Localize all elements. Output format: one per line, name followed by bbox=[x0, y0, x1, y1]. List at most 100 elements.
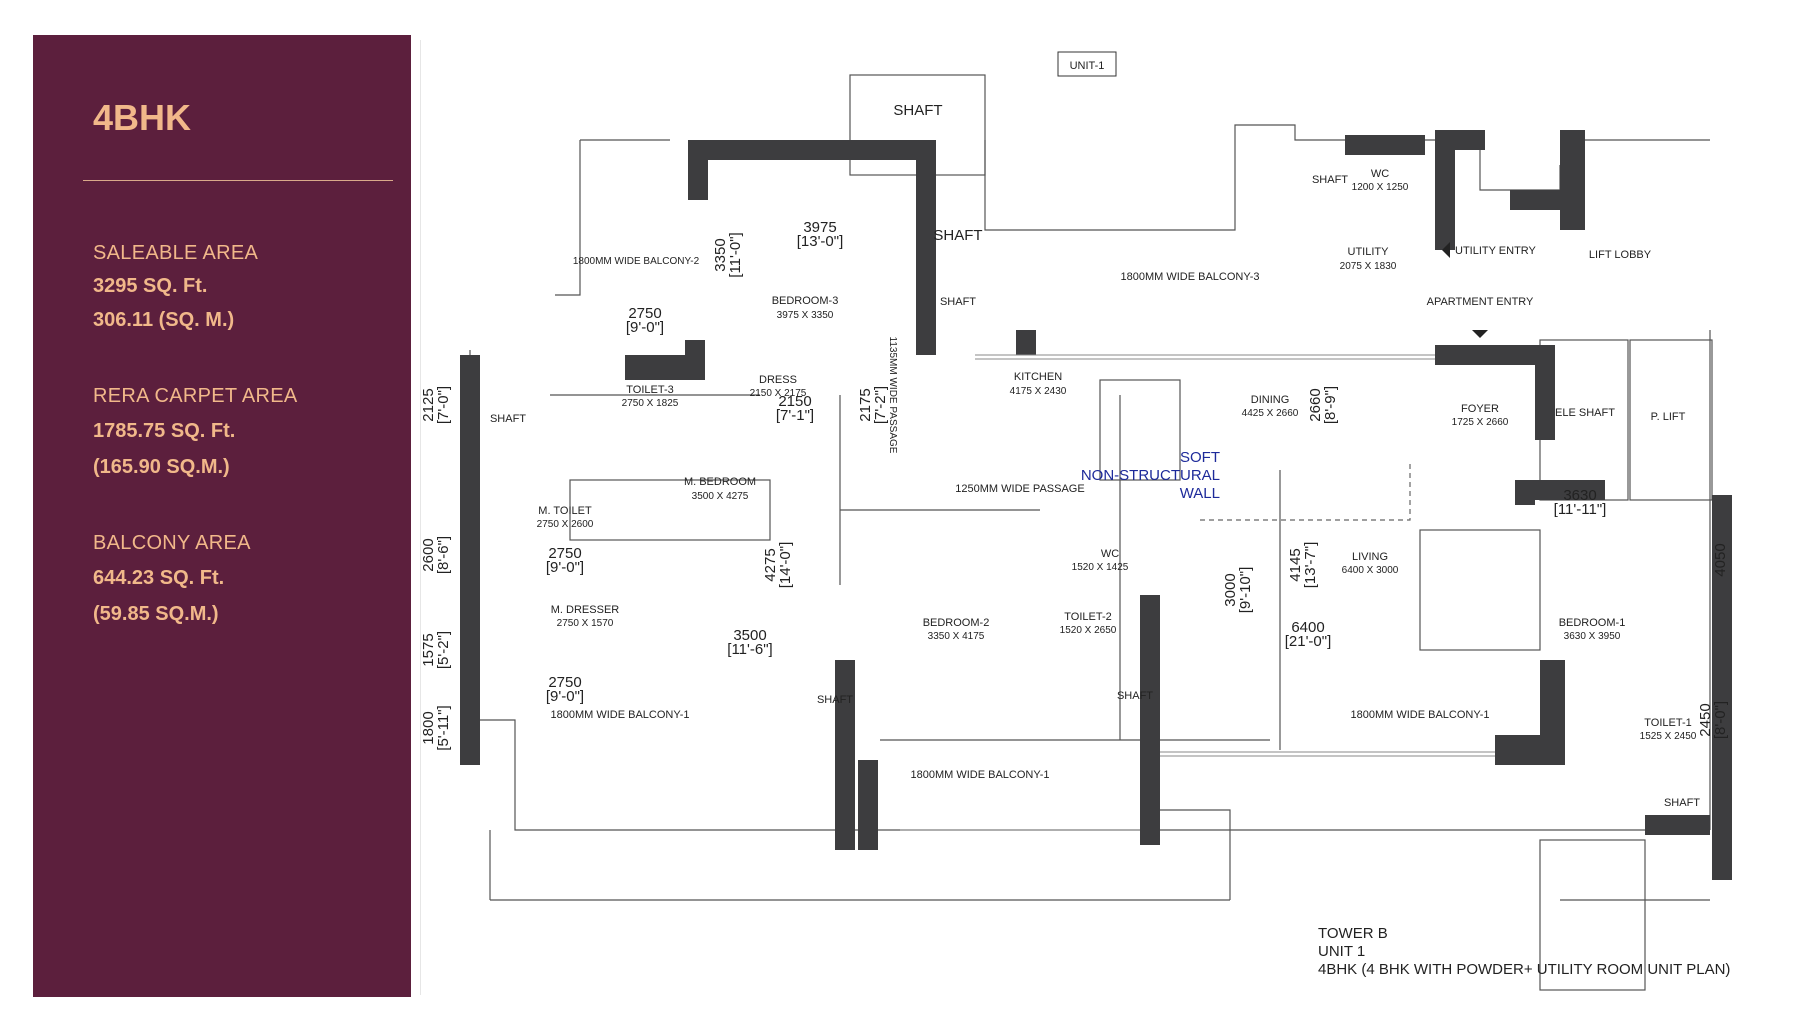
saleable-area-sqft: 3295 SQ. Ft. bbox=[93, 275, 208, 297]
room-shaft-bottom-2: SHAFT bbox=[1117, 690, 1153, 702]
room-toilet-2: TOILET-2 bbox=[1064, 611, 1111, 623]
room-labels: SHAFT SHAFT SHAFT SHAFT WC 1200 X 1250 U… bbox=[490, 102, 1700, 809]
dim-2750-bottom: 2750 bbox=[548, 674, 581, 691]
dim-4050: 4050 bbox=[1712, 543, 1729, 576]
note-unit: UNIT 1 bbox=[1318, 943, 1366, 960]
room-wc-2-size: 1520 X 1425 bbox=[1072, 562, 1129, 573]
room-bedroom-2: BEDROOM-2 bbox=[923, 617, 990, 629]
soft-wall-note-2: NON-STRUCTURAL bbox=[1081, 467, 1220, 484]
room-kitchen-size: 4175 X 2430 bbox=[1010, 386, 1067, 397]
room-living-size: 6400 X 3000 bbox=[1342, 565, 1399, 576]
unit-tag: UNIT-1 bbox=[1070, 60, 1105, 72]
room-ele-shaft: ELE SHAFT bbox=[1555, 407, 1615, 419]
dim-1800: 1800 bbox=[420, 711, 437, 744]
unit-tag-box bbox=[1057, 51, 1117, 77]
room-toilet-2-size: 1520 X 2650 bbox=[1060, 625, 1117, 636]
room-wc-2: WC bbox=[1101, 548, 1119, 560]
room-m-bedroom: M. BEDROOM bbox=[684, 476, 756, 488]
dim-14ft: [14'-0"] bbox=[777, 542, 794, 589]
room-m-dresser-size: 2750 X 1570 bbox=[557, 618, 614, 629]
dim-11ft6: [11'-6"] bbox=[727, 641, 772, 658]
room-foyer: FOYER bbox=[1461, 403, 1499, 415]
room-foyer-size: 1725 X 2660 bbox=[1452, 417, 1509, 428]
dim-8ft6: [8'-6"] bbox=[435, 536, 452, 574]
dim-11ft11: [11'-11"] bbox=[1554, 501, 1607, 518]
room-m-toilet: M. TOILET bbox=[538, 505, 592, 517]
carpet-area-sqm: (165.90 SQ.M.) bbox=[93, 456, 230, 478]
balcony-area-label: BALCONY AREA bbox=[93, 532, 251, 554]
room-shaft-top: SHAFT bbox=[893, 102, 942, 119]
dim-2150: 2150 bbox=[778, 393, 811, 410]
room-shaft-bottom-1: SHAFT bbox=[817, 694, 853, 706]
room-shaft-mid: SHAFT bbox=[933, 227, 982, 244]
utility-entry-arrow-icon bbox=[1442, 242, 1450, 258]
dim-4275: 4275 bbox=[762, 548, 779, 581]
dim-8ft9: [8'-9"] bbox=[1322, 386, 1339, 424]
dim-7ft2: [7'-2"] bbox=[872, 386, 889, 424]
room-balcony-2: 1800MM WIDE BALCONY-2 bbox=[573, 256, 700, 267]
room-toilet-3: TOILET-3 bbox=[626, 384, 673, 396]
room-wc-top-size: 1200 X 1250 bbox=[1352, 182, 1409, 193]
room-shaft-bottom-3: SHAFT bbox=[1664, 797, 1700, 809]
dim-3975: 3975 bbox=[803, 219, 836, 236]
room-bedroom-3: BEDROOM-3 bbox=[772, 295, 839, 307]
title-divider bbox=[83, 180, 393, 181]
room-dress-size: 2150 X 2175 bbox=[750, 388, 807, 399]
room-utility: UTILITY bbox=[1348, 246, 1390, 258]
structural-walls bbox=[460, 130, 1732, 880]
room-kitchen: KITCHEN bbox=[1014, 371, 1062, 383]
dim-3000: 3000 bbox=[1222, 573, 1239, 606]
dim-2450: 2450 bbox=[1697, 703, 1714, 736]
unit-type-title: 4BHK bbox=[93, 97, 192, 138]
carpet-area-sqft: 1785.75 SQ. Ft. bbox=[93, 420, 236, 442]
room-m-dresser: M. DRESSER bbox=[551, 604, 620, 616]
soft-wall-note-3: WALL bbox=[1180, 485, 1220, 502]
dim-9ft-top: [9'-0"] bbox=[626, 319, 664, 336]
room-apartment-entry: APARTMENT ENTRY bbox=[1427, 296, 1534, 308]
room-m-bedroom-size: 3500 X 4275 bbox=[692, 491, 749, 502]
room-utility-size: 2075 X 1830 bbox=[1340, 261, 1397, 272]
dimension-labels: 3975 [13'-0"] 3350 [11'-0"] 2750 [9'-0"]… bbox=[420, 219, 1729, 751]
room-toilet-3-size: 2750 X 1825 bbox=[622, 398, 679, 409]
room-bedroom-3-size: 3975 X 3350 bbox=[777, 310, 834, 321]
note-tower: TOWER B bbox=[1318, 925, 1388, 942]
saleable-area-sqm: 306.11 (SQ. M.) bbox=[93, 309, 235, 331]
room-passage-1135: 1135MM WIDE PASSAGE bbox=[887, 337, 898, 454]
dim-9ft-mid: [9'-0"] bbox=[546, 559, 584, 576]
room-shaft-left: SHAFT bbox=[490, 413, 526, 425]
room-balcony-1-bottom: 1800MM WIDE BALCONY-1 bbox=[911, 769, 1050, 781]
dim-13ft: [13'-0"] bbox=[797, 233, 844, 250]
dim-13ft7: [13'-7"] bbox=[1302, 542, 1319, 589]
dim-21ft: [21'-0"] bbox=[1285, 633, 1332, 650]
room-balcony-1-right: 1800MM WIDE BALCONY-1 bbox=[1351, 709, 1490, 721]
room-shaft-small: SHAFT bbox=[940, 296, 976, 308]
dim-2750-top: 2750 bbox=[628, 305, 661, 322]
room-balcony-1-left: 1800MM WIDE BALCONY-1 bbox=[551, 709, 690, 721]
soft-wall-note-1: SOFT bbox=[1180, 449, 1220, 466]
room-shaft-wc: SHAFT bbox=[1312, 174, 1348, 186]
dim-9ft10: [9'-10"] bbox=[1237, 567, 1254, 614]
note-plan-type: 4BHK (4 BHK WITH POWDER+ UTILITY ROOM UN… bbox=[1318, 961, 1731, 978]
floor-plan: UNIT-1 bbox=[420, 40, 1732, 995]
area-summary-panel: 4BHK SALEABLE AREA 3295 SQ. Ft. 306.11 (… bbox=[33, 35, 411, 997]
utility-entry-label: UTILITY ENTRY bbox=[1455, 245, 1537, 257]
room-lift-lobby: LIFT LOBBY bbox=[1589, 249, 1652, 261]
room-bedroom-1-size: 3630 X 3950 bbox=[1564, 631, 1621, 642]
dim-2660: 2660 bbox=[1307, 388, 1324, 421]
dim-2125: 2125 bbox=[420, 388, 437, 421]
dim-3630: 3630 bbox=[1563, 487, 1596, 504]
plan-notes: TOWER B UNIT 1 4BHK (4 BHK WITH POWDER+ … bbox=[1318, 925, 1730, 979]
room-wc-top: WC bbox=[1371, 168, 1389, 180]
room-balcony-3: 1800MM WIDE BALCONY-3 bbox=[1121, 271, 1260, 283]
soft-wall-line bbox=[1200, 462, 1411, 521]
dim-2175: 2175 bbox=[857, 388, 874, 421]
dim-9ft-bottom: [9'-0"] bbox=[546, 688, 584, 705]
room-dining-size: 4425 X 2660 bbox=[1242, 408, 1299, 419]
room-dining: DINING bbox=[1251, 394, 1290, 406]
balcony-area-sqm: (59.85 SQ.M.) bbox=[93, 603, 219, 625]
room-p-lift: P. LIFT bbox=[1651, 411, 1686, 423]
balcony-area-sqft: 644.23 SQ. Ft. bbox=[93, 567, 225, 589]
room-toilet-1-size: 1525 X 2450 bbox=[1640, 731, 1697, 742]
dim-4145: 4145 bbox=[1287, 548, 1304, 581]
dim-3350: 3350 bbox=[712, 238, 729, 271]
